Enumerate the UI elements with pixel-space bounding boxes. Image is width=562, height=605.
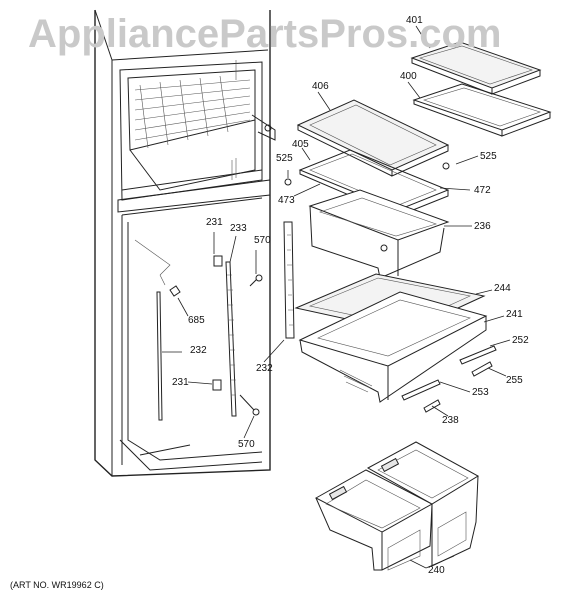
callout-685: 685 — [188, 315, 205, 326]
callout-525: 525 — [480, 151, 497, 162]
leader-lines — [162, 25, 511, 569]
callout-570: 570 — [254, 235, 271, 246]
callout-473: 473 — [278, 195, 295, 206]
callout-241: 241 — [506, 309, 523, 320]
callout-400: 400 — [400, 71, 417, 82]
callout-255: 255 — [506, 375, 523, 386]
callout-240: 240 — [428, 565, 445, 576]
cabinet — [94, 9, 276, 477]
shelf-406 — [296, 99, 450, 177]
shelf-frame-400 — [412, 83, 552, 137]
middle-rail-232 — [283, 221, 295, 339]
callout-570: 570 — [238, 439, 255, 450]
callout-405: 405 — [292, 139, 309, 150]
callout-231: 231 — [172, 377, 189, 388]
left-rail-232 — [156, 285, 181, 421]
crisper-frame-241 — [298, 291, 488, 403]
art-number: (ART NO. WR19962 C) — [10, 580, 104, 590]
callout-233: 233 — [230, 223, 247, 234]
callout-525: 525 — [276, 153, 293, 164]
callout-472: 472 — [474, 185, 491, 196]
callout-401: 401 — [406, 15, 423, 26]
small-parts — [401, 345, 497, 413]
shelf-401 — [410, 41, 542, 95]
crisper-bins-240 — [314, 441, 479, 571]
callout-406: 406 — [312, 81, 329, 92]
callout-232: 232 — [256, 363, 273, 374]
callout-252: 252 — [512, 335, 529, 346]
ladder-rail-233 — [212, 255, 263, 417]
callout-253: 253 — [472, 387, 489, 398]
drawer-236 — [308, 189, 450, 279]
callout-231: 231 — [206, 217, 223, 228]
callout-236: 236 — [474, 221, 491, 232]
callout-232: 232 — [190, 345, 207, 356]
callout-238: 238 — [442, 415, 459, 426]
callout-244: 244 — [494, 283, 511, 294]
